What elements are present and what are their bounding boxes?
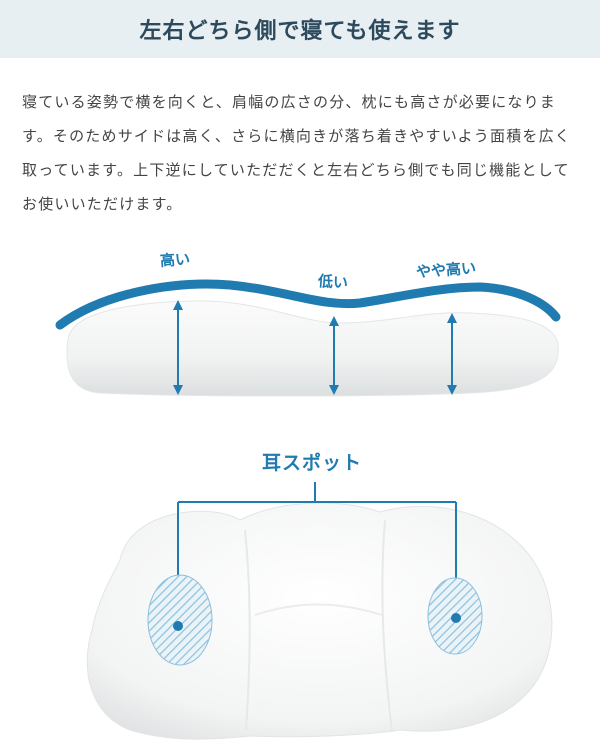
label-low: 低い [317,271,349,293]
header-band: 左右どちら側で寝ても使えます [0,0,600,58]
label-high: 高い [159,249,191,271]
pillow-side-view-diagram: 高い 低い やや高い [0,235,600,405]
ear-spot-right-dot [451,613,461,623]
ear-spot-left [147,574,213,666]
pillow-top-shape [86,502,553,740]
pillow-top-view-graphic [86,482,553,740]
label-mid-high: やや高い [415,258,477,282]
pillow-top-view-diagram: 耳スポット [0,440,600,742]
description-text: 寝ている姿勢で横を向くと、肩幅の広さの分、枕にも高さが必要になります。そのためサ… [22,93,572,213]
pillow-side-shape [66,300,559,397]
page-title: 左右どちら側で寝ても使えます [139,19,461,44]
ear-spot-label: 耳スポット [262,452,363,474]
pillow-side-view-graphic [55,279,561,397]
height-curve [55,279,561,330]
ear-spot-left-dot [173,621,183,631]
